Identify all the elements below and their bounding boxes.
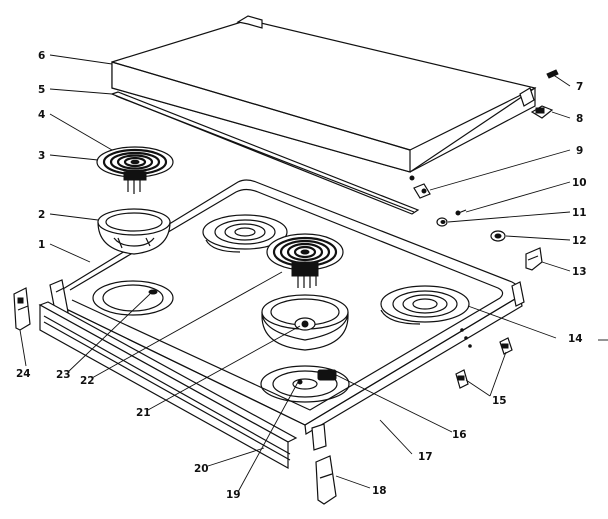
leader-lines (19, 54, 608, 493)
coil-element-center (266, 233, 344, 288)
callout-8: 8 (576, 113, 583, 125)
burner-openings (92, 214, 470, 403)
trim-strip-part (110, 91, 420, 215)
clip-part-8 (530, 105, 554, 119)
callout-23: 23 (56, 369, 71, 381)
callout-19: 19 (226, 489, 241, 501)
callout-18: 18 (372, 485, 387, 497)
coil-element-part (96, 146, 174, 194)
callout-14: 14 (568, 333, 583, 345)
nut-part-11 (436, 217, 448, 227)
callout-7: 7 (576, 81, 583, 93)
callout-17: 17 (418, 451, 433, 463)
hinge-part-13 (525, 247, 543, 271)
front-rail-part (38, 301, 298, 470)
callout-13: 13 (572, 266, 587, 278)
callout-15: 15 (492, 395, 507, 407)
reflector-bowl-part (261, 294, 349, 351)
top-cover-part (111, 15, 537, 181)
callout-24: 24 (16, 368, 31, 380)
bracket-part-9 (413, 183, 431, 199)
callout-20: 20 (194, 463, 209, 475)
end-bracket-left-part (13, 287, 31, 331)
callout-3: 3 (38, 150, 45, 162)
clip-part-15 (455, 337, 513, 389)
callout-labels: 1 2 3 4 5 6 7 8 9 10 11 12 13 14 15 16 1… (16, 50, 587, 501)
callout-4: 4 (38, 109, 45, 121)
callout-16: 16 (452, 429, 467, 441)
callout-12: 12 (572, 235, 587, 247)
callout-10: 10 (572, 177, 587, 189)
callout-22: 22 (80, 375, 95, 387)
callout-21: 21 (136, 407, 151, 419)
callout-5: 5 (38, 84, 45, 96)
drip-bowl-part (97, 208, 171, 255)
grommet-part-12 (490, 230, 506, 242)
callout-2: 2 (38, 209, 45, 221)
callout-1: 1 (38, 239, 45, 251)
callout-6: 6 (38, 50, 45, 62)
end-bracket-right-part (311, 423, 337, 505)
callout-9: 9 (576, 145, 583, 157)
callout-11: 11 (572, 207, 587, 219)
screw-part-10 (455, 209, 467, 216)
